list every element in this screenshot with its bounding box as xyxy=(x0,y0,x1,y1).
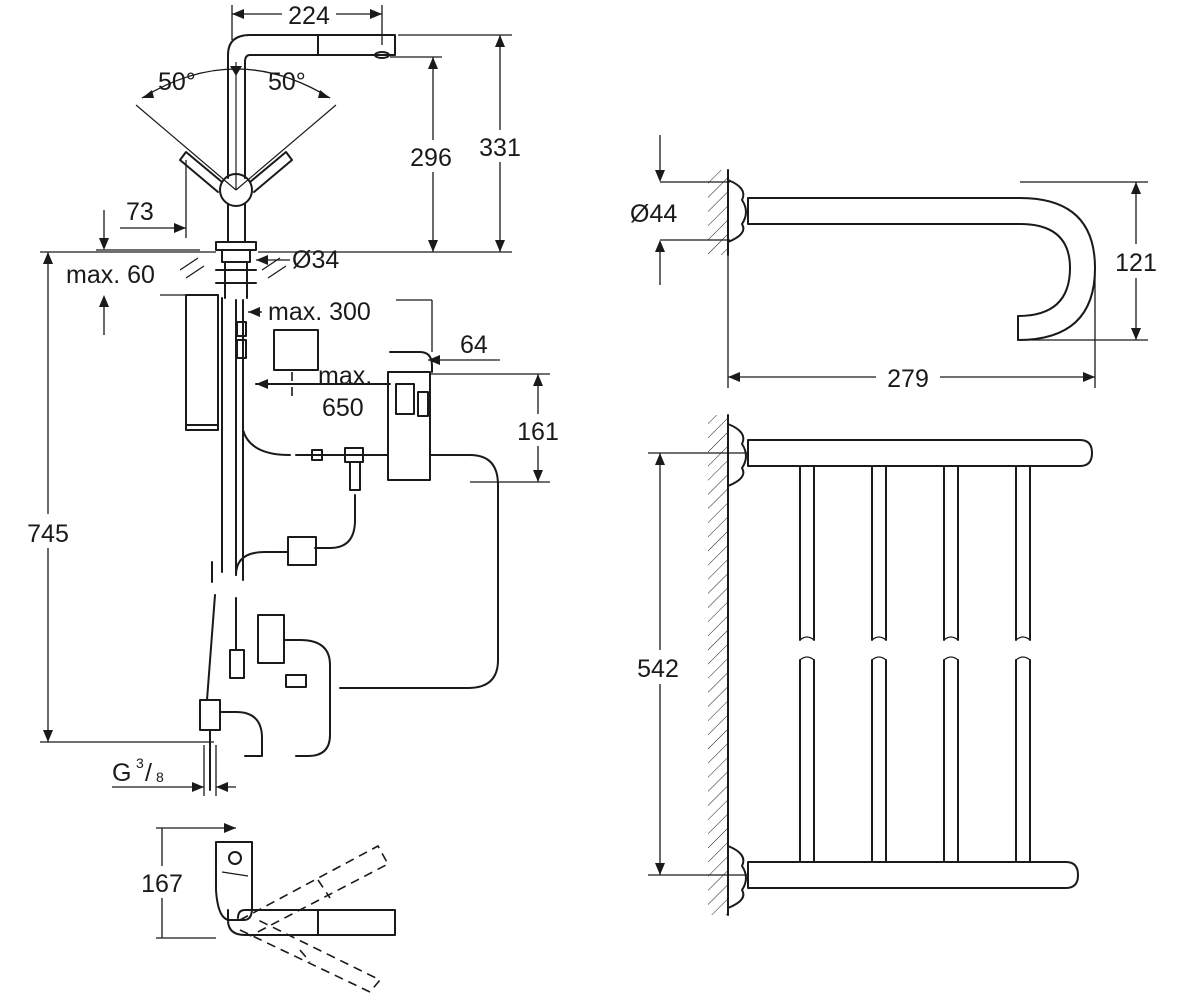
thread-g-label: G xyxy=(112,759,131,787)
dim-rack-height: 542 xyxy=(626,452,748,876)
dim-total-height: 745 xyxy=(18,251,216,743)
dim-base-depth: 167 xyxy=(132,823,236,939)
hose-length-label: max. 300 xyxy=(268,298,371,326)
faucet-top-view xyxy=(215,841,396,993)
hook-height-label: 121 xyxy=(1115,249,1157,277)
handle-angle-right-label: 50° xyxy=(268,68,306,96)
rosette-diameter-label: Ø44 xyxy=(630,200,677,228)
dim-deck-thickness: max. 60 xyxy=(62,210,200,335)
dim-projection: 279 xyxy=(727,255,1096,394)
faucet-front-view xyxy=(135,34,499,791)
towel-hook-view xyxy=(708,169,1096,341)
dim-valve-height: 161 xyxy=(430,373,568,483)
rack-rod-4 xyxy=(1015,465,1031,863)
overall-height-label: 331 xyxy=(479,134,521,162)
dim-hose-length: max. 300 xyxy=(248,298,433,352)
dim-thread: G 3 / 8 xyxy=(112,745,236,796)
rack-rod-2 xyxy=(871,465,887,863)
handle-offset-label: 73 xyxy=(126,198,154,226)
spout-reach-label: 224 xyxy=(288,2,330,30)
mount-hole-label: Ø34 xyxy=(292,246,339,274)
handle-angle-left-label: 50° xyxy=(158,68,196,96)
dim-spout-height: 296 xyxy=(258,56,460,253)
deck-thickness-label: max. 60 xyxy=(66,261,155,289)
towel-rack-view xyxy=(708,414,1093,916)
dim-handle-offset: 73 xyxy=(120,160,187,238)
thread-denominator-label: 8 xyxy=(156,769,164,785)
rack-rod-3 xyxy=(943,465,959,863)
thread-fraction-slash: / xyxy=(145,759,152,787)
dim-overall-height: 331 xyxy=(398,34,530,253)
dim-mount-hole: Ø34 xyxy=(256,246,339,274)
spout-height-label: 296 xyxy=(410,144,452,172)
dim-spout-reach: 224 xyxy=(231,0,383,45)
valve-width-label: 64 xyxy=(460,331,488,359)
total-height-label: 745 xyxy=(27,520,69,548)
thread-numerator-label: 3 xyxy=(136,755,144,771)
projection-label: 279 xyxy=(887,365,929,393)
valve-height-label: 161 xyxy=(517,418,559,446)
rack-height-label: 542 xyxy=(637,655,679,683)
base-depth-label: 167 xyxy=(141,870,183,898)
rack-rod-1 xyxy=(799,465,815,863)
control-distance-label-1: max. xyxy=(318,362,372,390)
control-distance-label-2: 650 xyxy=(322,394,364,422)
dim-hook-height: 121 xyxy=(1020,181,1166,341)
dim-control-distance: max. 650 xyxy=(256,362,372,422)
dim-valve-width: 64 xyxy=(428,331,500,365)
dim-rosette-diameter: Ø44 xyxy=(630,135,730,285)
